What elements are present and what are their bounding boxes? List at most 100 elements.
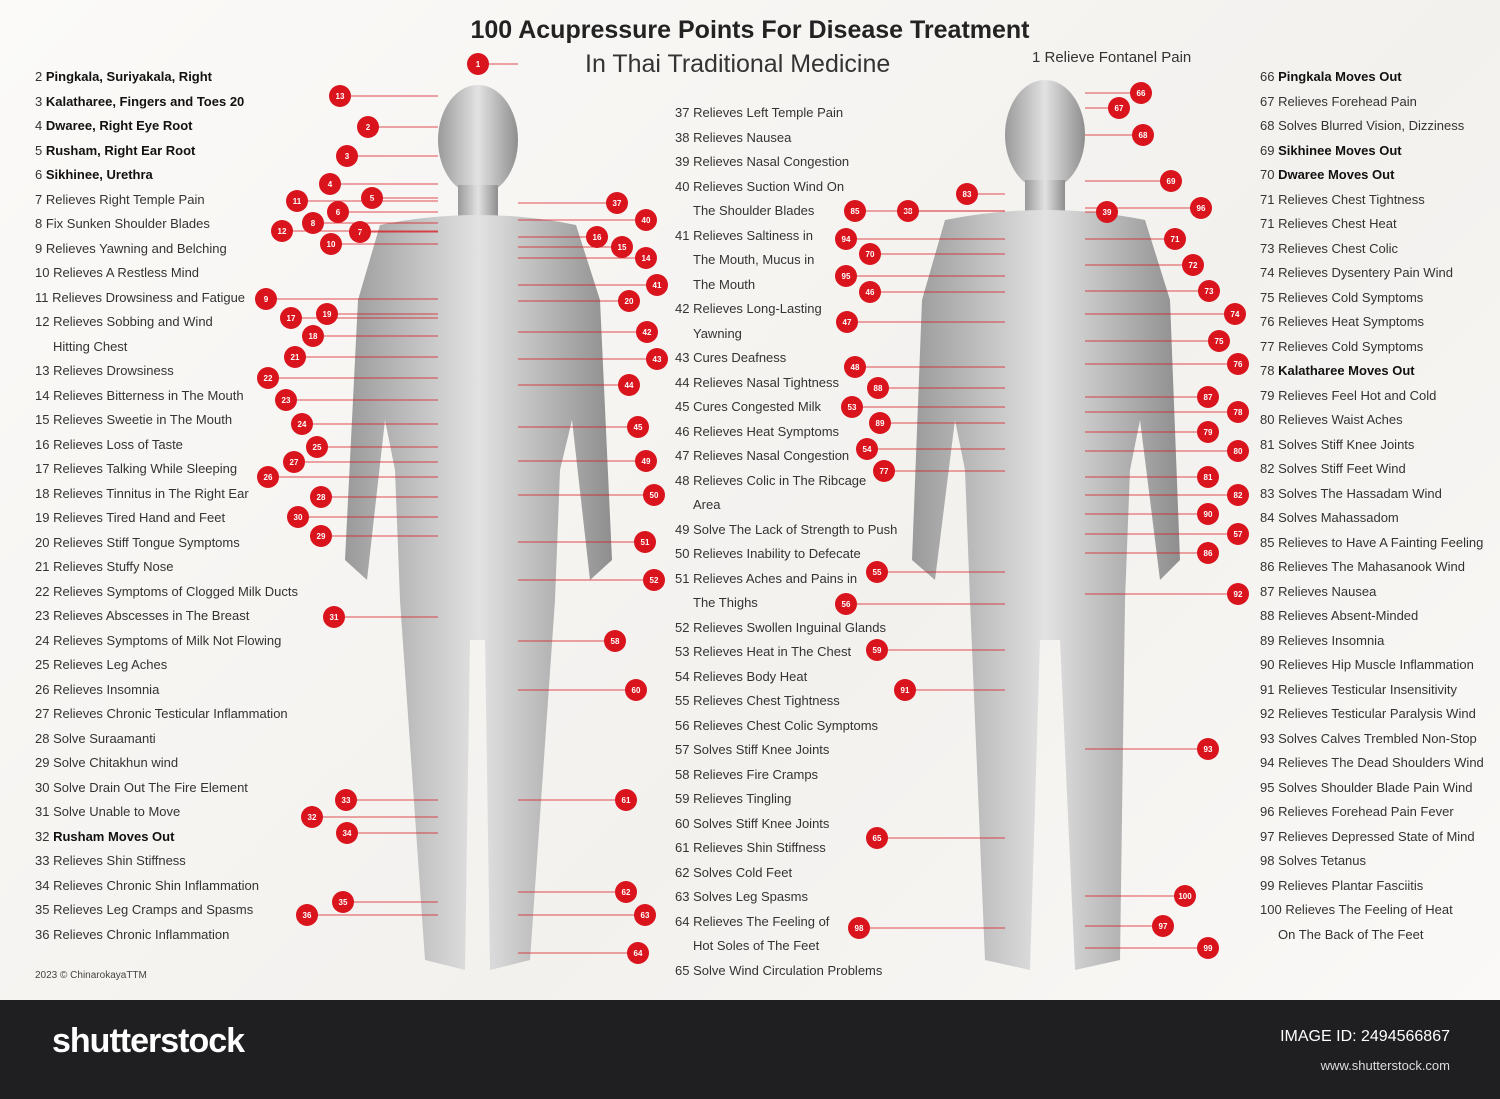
list-item: 23 Relieves Abscesses in The Breast xyxy=(35,608,250,623)
point-marker xyxy=(635,450,657,472)
point-marker xyxy=(310,525,332,547)
point-marker xyxy=(1227,484,1249,506)
point-marker-number: 40 xyxy=(642,216,651,225)
list-item: 93 Solves Calves Trembled Non-Stop xyxy=(1260,730,1477,746)
point-marker xyxy=(1197,386,1219,408)
point-marker xyxy=(856,438,878,460)
list-item: 35 Relieves Leg Cramps and Spasms xyxy=(35,902,254,917)
list-item: 92 Relieves Testicular Paralysis Wind xyxy=(1260,706,1476,721)
point-marker xyxy=(280,307,302,329)
point-marker-number: 61 xyxy=(622,796,631,805)
point-marker xyxy=(859,243,881,265)
point-marker-number: 19 xyxy=(323,310,332,319)
point-marker xyxy=(1208,330,1230,352)
list-item: 50 Relieves Inability to Defecate xyxy=(675,546,861,561)
point-marker xyxy=(1197,421,1219,443)
point-marker xyxy=(336,145,358,167)
list-item: 5 Rusham, Right Ear Root xyxy=(35,142,196,158)
point-marker-number: 33 xyxy=(342,796,351,805)
page-title: 100 Acupressure Points For Disease Treat… xyxy=(470,16,1030,44)
list-item: 10 Relieves A Restless Mind xyxy=(35,265,200,280)
list-item: 38 Relieves Nausea xyxy=(675,129,792,145)
list-item: 33 Relieves Shin Stiffness xyxy=(35,853,186,868)
point-marker-number: 71 xyxy=(1171,235,1180,244)
list-item: 77 Relieves Cold Symptoms xyxy=(1260,338,1424,354)
list-item: 11 Relieves Drowsiness and Fatigue xyxy=(35,289,246,305)
point-marker xyxy=(634,904,656,926)
point-marker-number: 49 xyxy=(642,457,651,466)
point-marker xyxy=(618,290,640,312)
point-marker-number: 8 xyxy=(311,219,316,228)
point-marker xyxy=(627,942,649,964)
point-marker xyxy=(1190,197,1212,219)
point-marker-number: 17 xyxy=(287,314,296,323)
point-marker-number: 38 xyxy=(904,207,913,216)
point-marker xyxy=(835,265,857,287)
point-marker-number: 77 xyxy=(880,467,889,476)
point-marker xyxy=(894,679,916,701)
list-item: 49 Solve The Lack of Strength to Push xyxy=(675,521,898,537)
list-item: Yawning xyxy=(693,325,742,341)
point-marker-number: 60 xyxy=(632,686,641,695)
list-item: 64 Relieves The Feeling of xyxy=(675,913,830,929)
list-item: 71 Relieves Chest Tightness xyxy=(1260,191,1425,207)
point-marker-number: 76 xyxy=(1234,360,1243,369)
point-marker-number: 80 xyxy=(1234,447,1243,456)
point-marker-number: 12 xyxy=(278,227,287,236)
point-marker xyxy=(1152,915,1174,937)
list-item: 88 Relieves Absent-Minded xyxy=(1260,608,1419,623)
point-marker-number: 14 xyxy=(642,254,651,263)
point-marker-number: 25 xyxy=(313,443,322,452)
point-marker xyxy=(336,822,358,844)
point-marker xyxy=(866,827,888,849)
point-marker xyxy=(284,346,306,368)
point-marker xyxy=(323,606,345,628)
list-item: 51 Relieves Aches and Pains in xyxy=(675,570,858,586)
point-marker-number: 46 xyxy=(866,288,875,297)
list-item: 61 Relieves Shin Stiffness xyxy=(675,840,826,855)
point-marker xyxy=(1096,201,1118,223)
point-marker-number: 88 xyxy=(874,384,883,393)
point-marker xyxy=(615,881,637,903)
list-item: 13 Relieves Drowsiness xyxy=(35,363,174,378)
list-item: 58 Relieves Fire Cramps xyxy=(675,766,819,782)
list-item: 94 Relieves The Dead Shoulders Wind xyxy=(1260,755,1484,770)
point-marker-number: 39 xyxy=(1103,208,1112,217)
point-marker xyxy=(627,416,649,438)
point-marker xyxy=(835,593,857,615)
point-marker-number: 92 xyxy=(1234,590,1243,599)
list-item: 55 Relieves Chest Tightness xyxy=(675,693,840,708)
point-marker xyxy=(636,321,658,343)
point-marker-number: 5 xyxy=(370,194,375,203)
point-marker-number: 35 xyxy=(339,898,348,907)
point-marker-number: 91 xyxy=(901,686,910,695)
front-body-figure xyxy=(345,85,612,970)
list-item: 87 Relieves Nausea xyxy=(1260,583,1377,599)
point-marker-number: 89 xyxy=(876,419,885,428)
list-item: 84 Solves Mahassadom xyxy=(1260,510,1399,525)
point-marker xyxy=(255,288,277,310)
point-marker xyxy=(635,209,657,231)
list-item: 30 Solve Drain Out The Fire Element xyxy=(35,779,248,795)
point-marker-number: 36 xyxy=(303,911,312,920)
point-marker xyxy=(844,200,866,222)
point-marker xyxy=(329,85,351,107)
point-marker-number: 53 xyxy=(848,403,857,412)
list-item: Area xyxy=(693,497,721,512)
list-item: 71 Relieves Chest Heat xyxy=(1260,216,1397,231)
point-marker xyxy=(296,904,318,926)
footer-bar: shutterstock IMAGE ID: 2494566867 www.sh… xyxy=(0,1000,1500,1099)
point-marker-number: 41 xyxy=(653,281,662,290)
list-item: 37 Relieves Left Temple Pain xyxy=(675,105,844,120)
list-item: 74 Relieves Dysentery Pain Wind xyxy=(1260,265,1453,280)
point-marker-number: 67 xyxy=(1115,104,1124,113)
list-item: 52 Relieves Swollen Inguinal Glands xyxy=(675,619,887,635)
point-marker-number: 90 xyxy=(1204,510,1213,519)
list-item: 54 Relieves Body Heat xyxy=(675,668,808,684)
point-marker xyxy=(956,183,978,205)
point-marker xyxy=(361,187,383,209)
list-item: 56 Relieves Chest Colic Symptoms xyxy=(675,717,879,733)
point-marker xyxy=(1197,503,1219,525)
list-item: 100 Relieves The Feeling of Heat xyxy=(1260,902,1453,917)
